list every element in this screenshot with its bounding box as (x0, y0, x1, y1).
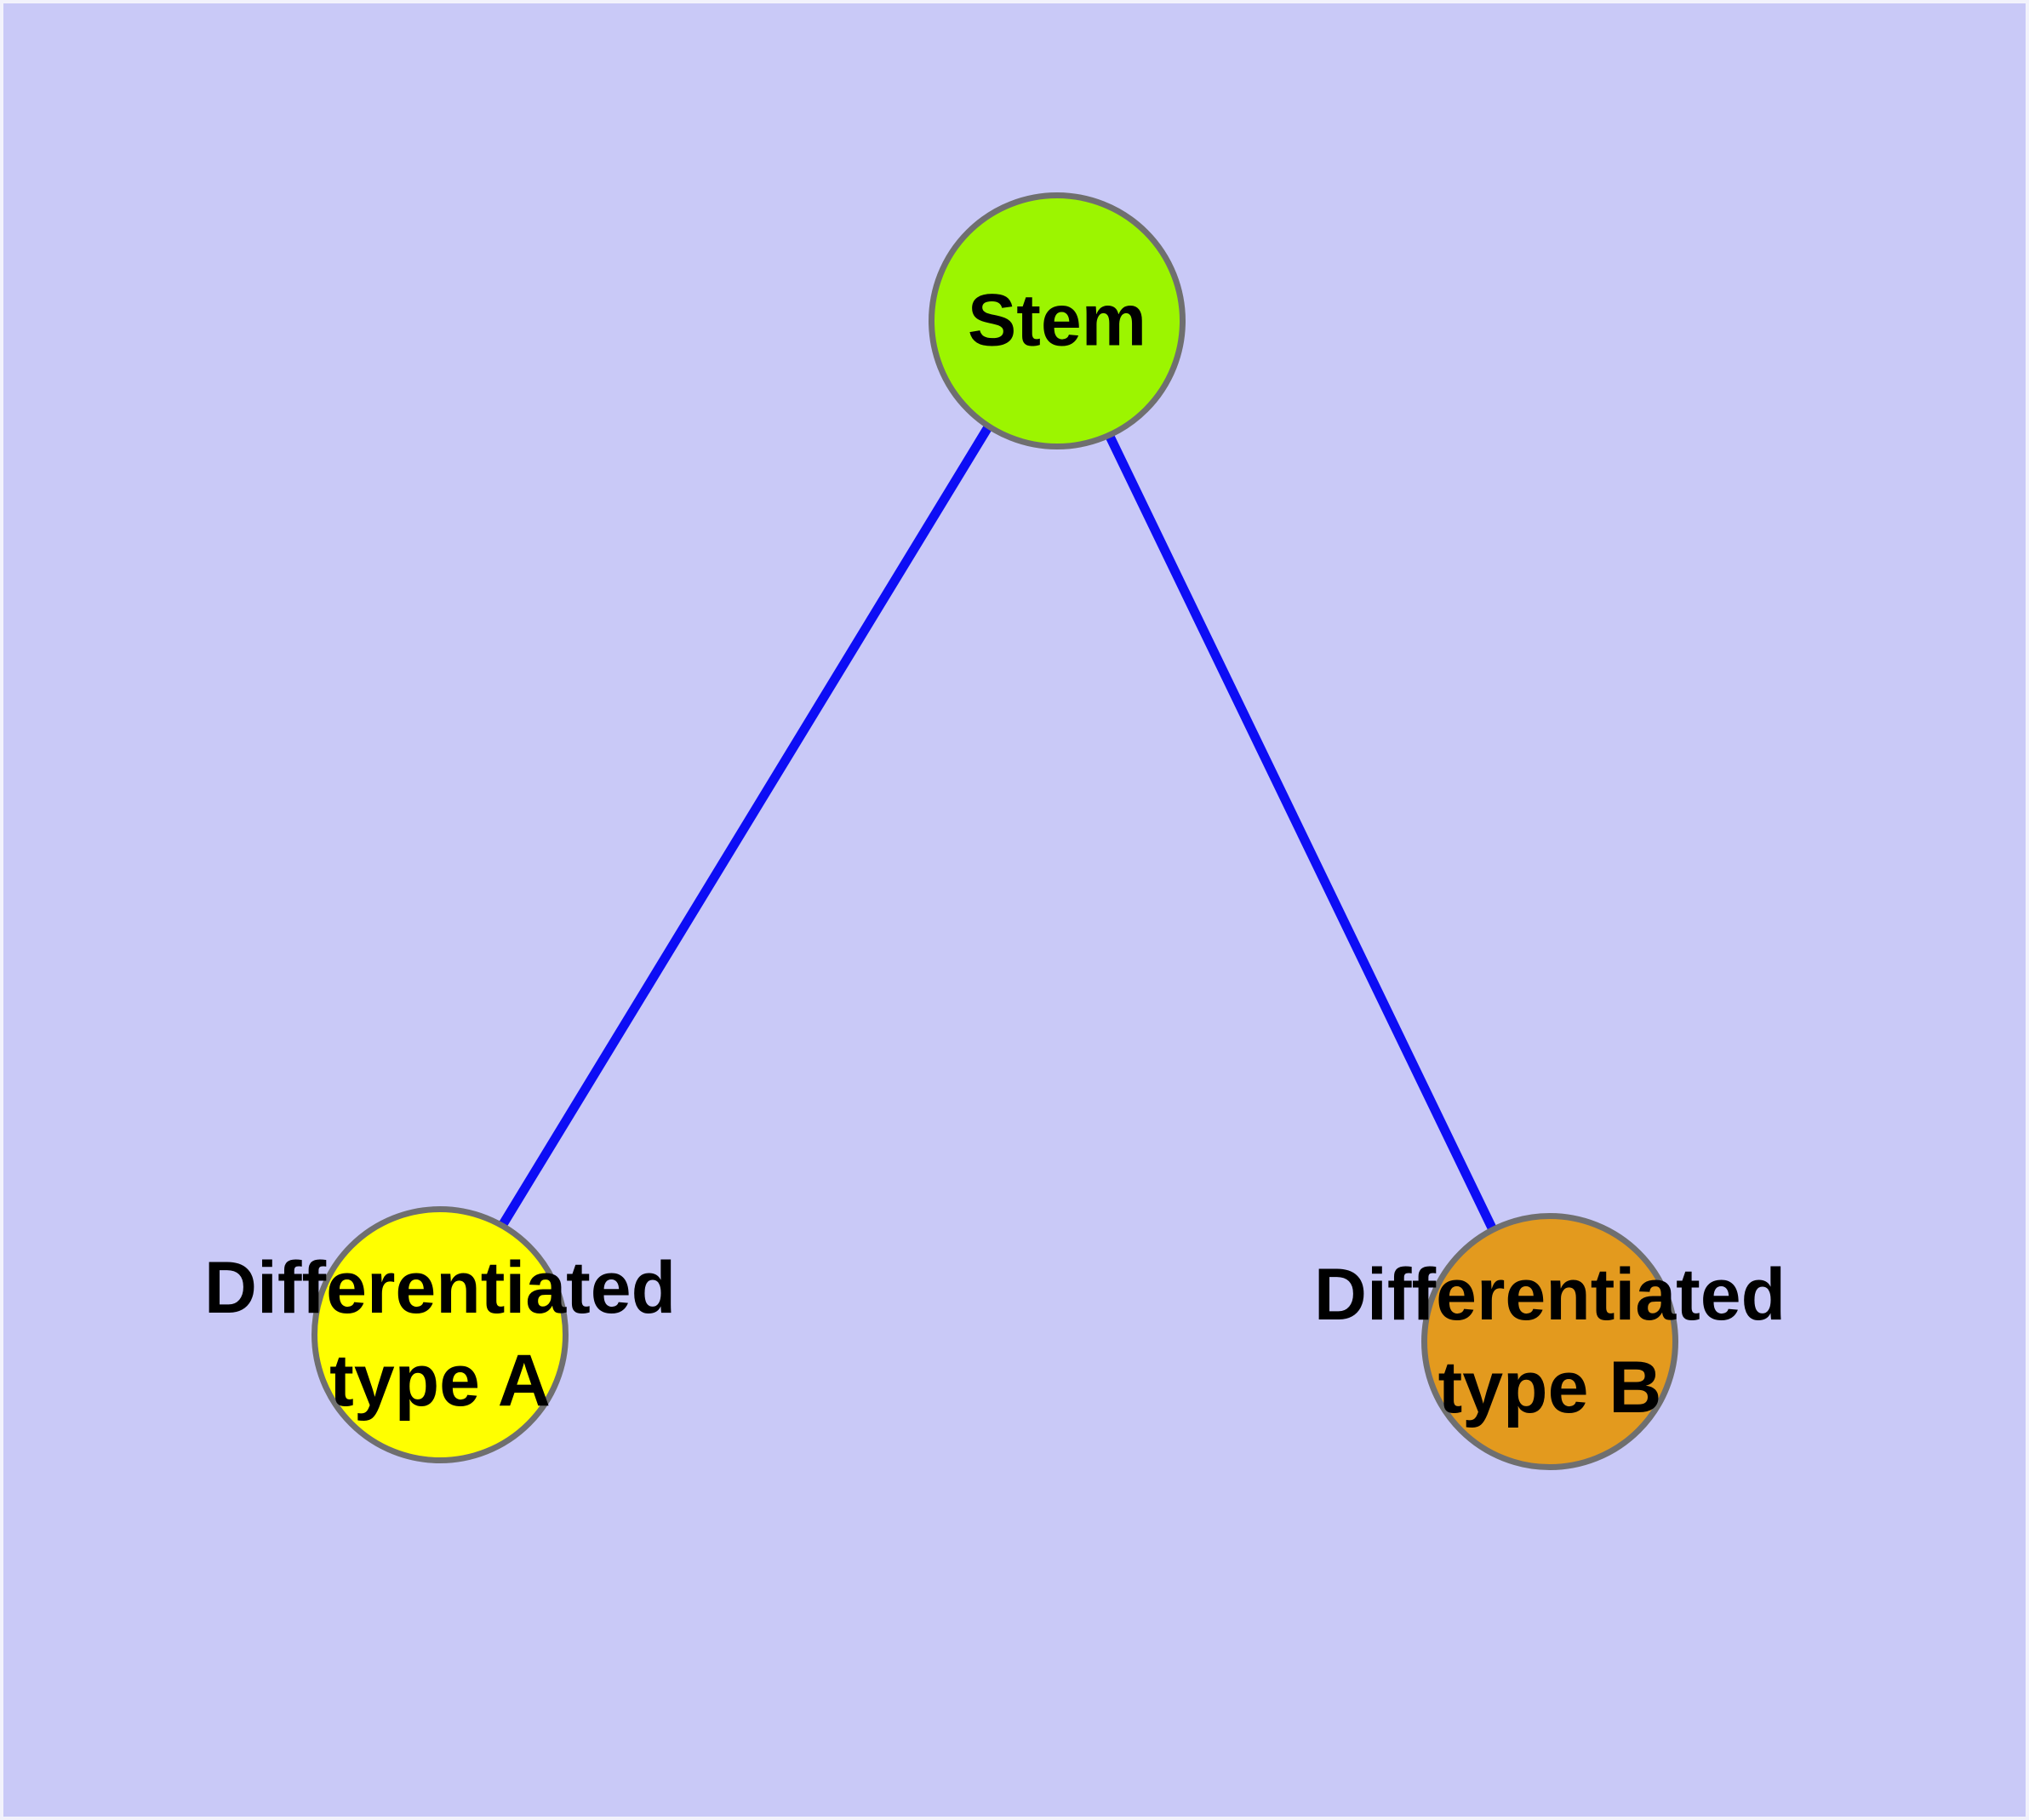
node-differentiated-type-b[interactable]: Differentiated type B (1314, 1213, 1786, 1470)
node-stem-label-line1: Stem (967, 279, 1147, 362)
edge-stem-to-type-a[interactable] (434, 317, 1058, 1332)
node-stem[interactable]: Stem (929, 192, 1186, 449)
node-differentiated-type-a[interactable]: Differentiated type A (204, 1206, 676, 1463)
node-stem-label: Stem (968, 275, 1146, 368)
edges-layer (434, 317, 1549, 1339)
edge-stem-to-type-b[interactable] (1049, 318, 1549, 1339)
